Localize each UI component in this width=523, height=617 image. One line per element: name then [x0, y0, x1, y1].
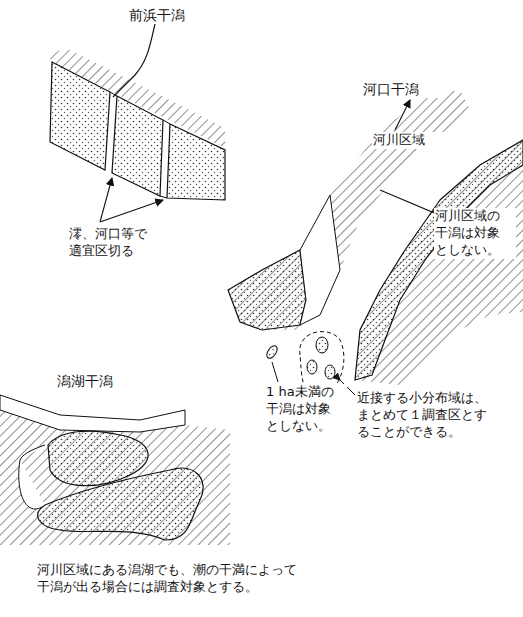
note-text: 河川区域の 干潟は対象 としない。	[434, 208, 516, 259]
section-title: 前浜干潟	[128, 6, 210, 24]
section-title: 河口干潟	[362, 80, 444, 98]
estuary-flat	[228, 90, 523, 395]
section-title: 潟湖干潟	[56, 372, 138, 390]
note-text: 河川区域	[372, 132, 444, 149]
foreshore-flat	[48, 24, 225, 222]
note-text: 近接する小分布域は、 まとめて１調査区とす ることができる。	[356, 390, 498, 441]
lagoon-flat	[0, 395, 230, 545]
note-text: 澪、河口等で 適宜区切る	[68, 226, 162, 260]
note-text: 河川区域にある潟湖でも、潮の干満によって 干潟が出る場合には調査対象とする。	[36, 562, 338, 596]
note-text: 1 ha未満の 干潟は対象 としない。	[265, 384, 347, 435]
